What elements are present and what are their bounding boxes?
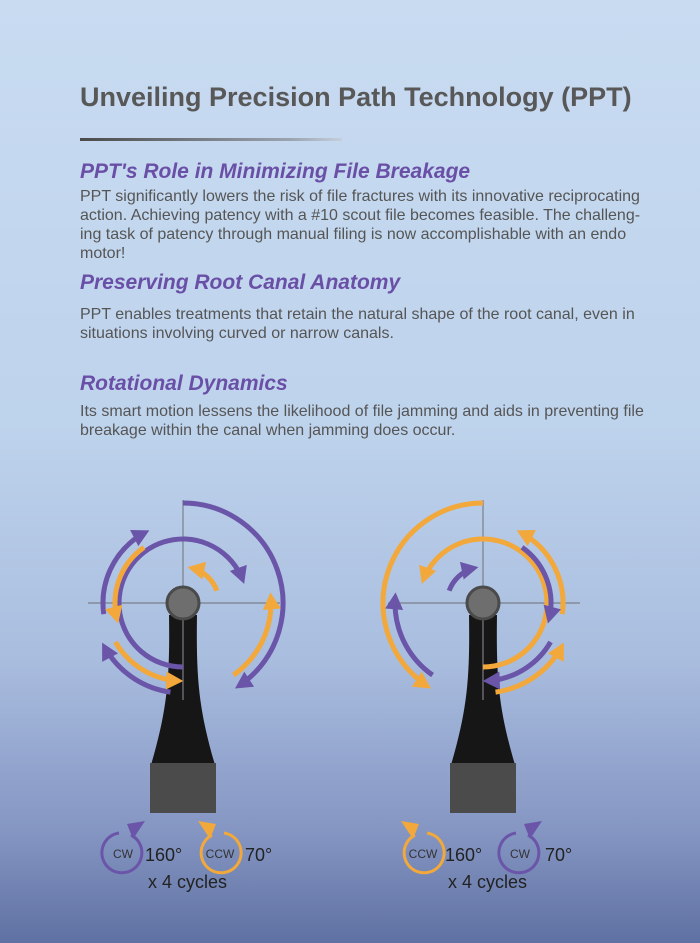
legend-right-cycles: x 4 cycles [448,872,528,892]
direction-label: CCW [206,847,235,861]
rotation-arrows [100,500,286,695]
arc-bottom-return-arrowhead [165,671,184,690]
section-body-dynamics: Its smart motion lessens the likelihood … [80,403,644,439]
legend-left-first-icon: CW [100,821,145,875]
arc-large-return [232,604,274,678]
rotation-arrows [380,500,566,695]
section-heading-dynamics: Rotational Dynamics [80,372,288,395]
arc-large-return [392,604,434,678]
page-title: Unveiling Precision Path Technology (PPT… [80,82,632,112]
cw-arrow-icon [100,831,144,875]
cw-arrow-icon [497,831,541,875]
arc-bottom [495,651,560,695]
arrowhead [401,821,419,839]
arrowhead [127,821,145,839]
rotation-diagram-right [380,500,580,813]
arc-bottom-return [113,640,173,683]
arc-mid [423,536,550,670]
arc-bottom-arrowhead [102,642,119,662]
arc-left [525,533,566,615]
legend-right-first-icon: CCW [401,821,446,875]
legend-left-second-icon: CCW [198,821,243,875]
legend-left-second-angle: 70° [245,845,273,865]
rotation-diagram-left [88,500,286,813]
arc-large [182,500,286,683]
arc-mid [116,536,243,670]
arc-left-arrowhead [130,530,150,547]
direction-label: CCW [409,847,438,861]
ccw-arrow-icon [402,831,446,875]
file-head [165,585,201,621]
legend-left-cycles: x 4 cycles [148,872,228,892]
arrowhead [524,821,542,839]
direction-label: CW [113,847,134,861]
arc-bottom-arrowhead [547,642,564,662]
title-divider [80,138,342,141]
legend-right-second-icon: CW [497,821,542,875]
file-handle [450,763,516,813]
arc-large-arrowhead [234,671,255,689]
section-body-anatomy: PPT enables treatments that retain the n… [80,306,635,342]
arc-small-return-arrowhead [459,561,479,580]
arc-bottom-return-arrowhead [482,671,501,690]
arc-left-return-arrowhead [543,604,561,624]
legend-right-second-angle: 70° [545,845,573,865]
arc-large-arrowhead [411,671,432,689]
arc-small-return-arrowhead [187,561,207,580]
file-handle [150,763,216,813]
legend-left-first-angle: 160° [145,845,183,865]
arc-mid-arrowhead [229,564,247,584]
file-head [465,585,501,621]
arc-large [380,500,484,683]
arrowhead [198,821,216,839]
section-heading-anatomy: Preserving Root Canal Anatomy [80,271,401,294]
arc-left-return [112,545,146,615]
arc-left-return-arrowhead [105,604,123,624]
arc-large-return-arrowhead [385,592,404,611]
ccw-arrow-icon [199,831,243,875]
arc-bottom-return [493,640,553,683]
arc-left-return [520,545,554,615]
legend-right-first-angle: 160° [445,845,483,865]
section-heading-breakage: PPT's Role in Minimizing File Breakage [80,160,471,183]
arc-large-return-arrowhead [262,592,281,611]
section-body-breakage: PPT significantly lowers the risk of fil… [80,188,641,262]
arc-left-arrowhead [516,530,536,547]
direction-label: CW [510,847,531,861]
arc-bottom [106,651,171,695]
arc-mid-arrowhead [419,564,437,584]
arc-left [100,533,141,615]
